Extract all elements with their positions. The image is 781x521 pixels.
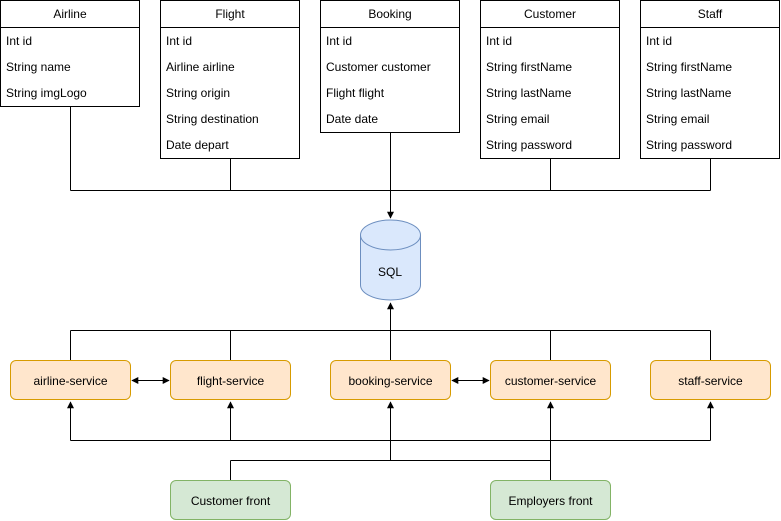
entity-booking: Booking Int id Customer customer Flight … <box>320 0 460 133</box>
entity-field: String firstName <box>646 60 733 74</box>
sql-database-icon <box>360 219 421 301</box>
entity-field: Customer customer <box>326 60 431 74</box>
entity-field: Date date <box>326 112 379 126</box>
sql-database-label: SQL <box>377 265 402 279</box>
entity-field: Airline airline <box>166 60 235 74</box>
entity-field: String email <box>646 112 710 126</box>
customer-service-node: customer-service <box>490 360 611 400</box>
employers-front-node: Employers front <box>490 480 611 520</box>
entity-field: String lastName <box>486 86 572 100</box>
entity-title: Flight <box>161 1 299 28</box>
entity-title: Airline <box>1 1 139 28</box>
entity-title: Staff <box>641 1 779 28</box>
entity-title: Booking <box>321 1 459 28</box>
entity-field: Int id <box>646 34 673 48</box>
entity-title: Customer <box>481 1 619 28</box>
airline-service-node: airline-service <box>10 360 131 400</box>
entity-field: String origin <box>166 86 231 100</box>
entity-field: Int id <box>6 34 33 48</box>
entity-flight: Flight Int id Airline airline String ori… <box>160 0 300 159</box>
entity-field: Flight flight <box>326 86 385 100</box>
booking-service-node: booking-service <box>330 360 451 400</box>
entity-field: String name <box>6 60 71 74</box>
entity-field: Int id <box>326 34 353 48</box>
staff-service-node: staff-service <box>650 360 771 400</box>
entity-field: Int id <box>486 34 513 48</box>
entity-field: String password <box>646 138 733 152</box>
flight-service-node: flight-service <box>170 360 291 400</box>
entity-field: Int id <box>166 34 193 48</box>
entity-field: String imgLogo <box>6 86 87 100</box>
entity-field: Date depart <box>166 138 229 152</box>
entity-staff: Staff Int id String firstName String las… <box>640 0 780 159</box>
entity-customer: Customer Int id String firstName String … <box>480 0 620 159</box>
entity-field: String destination <box>166 112 259 126</box>
entity-field: String firstName <box>486 60 573 74</box>
customer-front-node: Customer front <box>170 480 291 520</box>
entity-field: String email <box>486 112 550 126</box>
entity-field: String lastName <box>646 86 732 100</box>
entity-field: String password <box>486 138 573 152</box>
entity-airline: Airline Int id String name String imgLog… <box>0 0 140 107</box>
